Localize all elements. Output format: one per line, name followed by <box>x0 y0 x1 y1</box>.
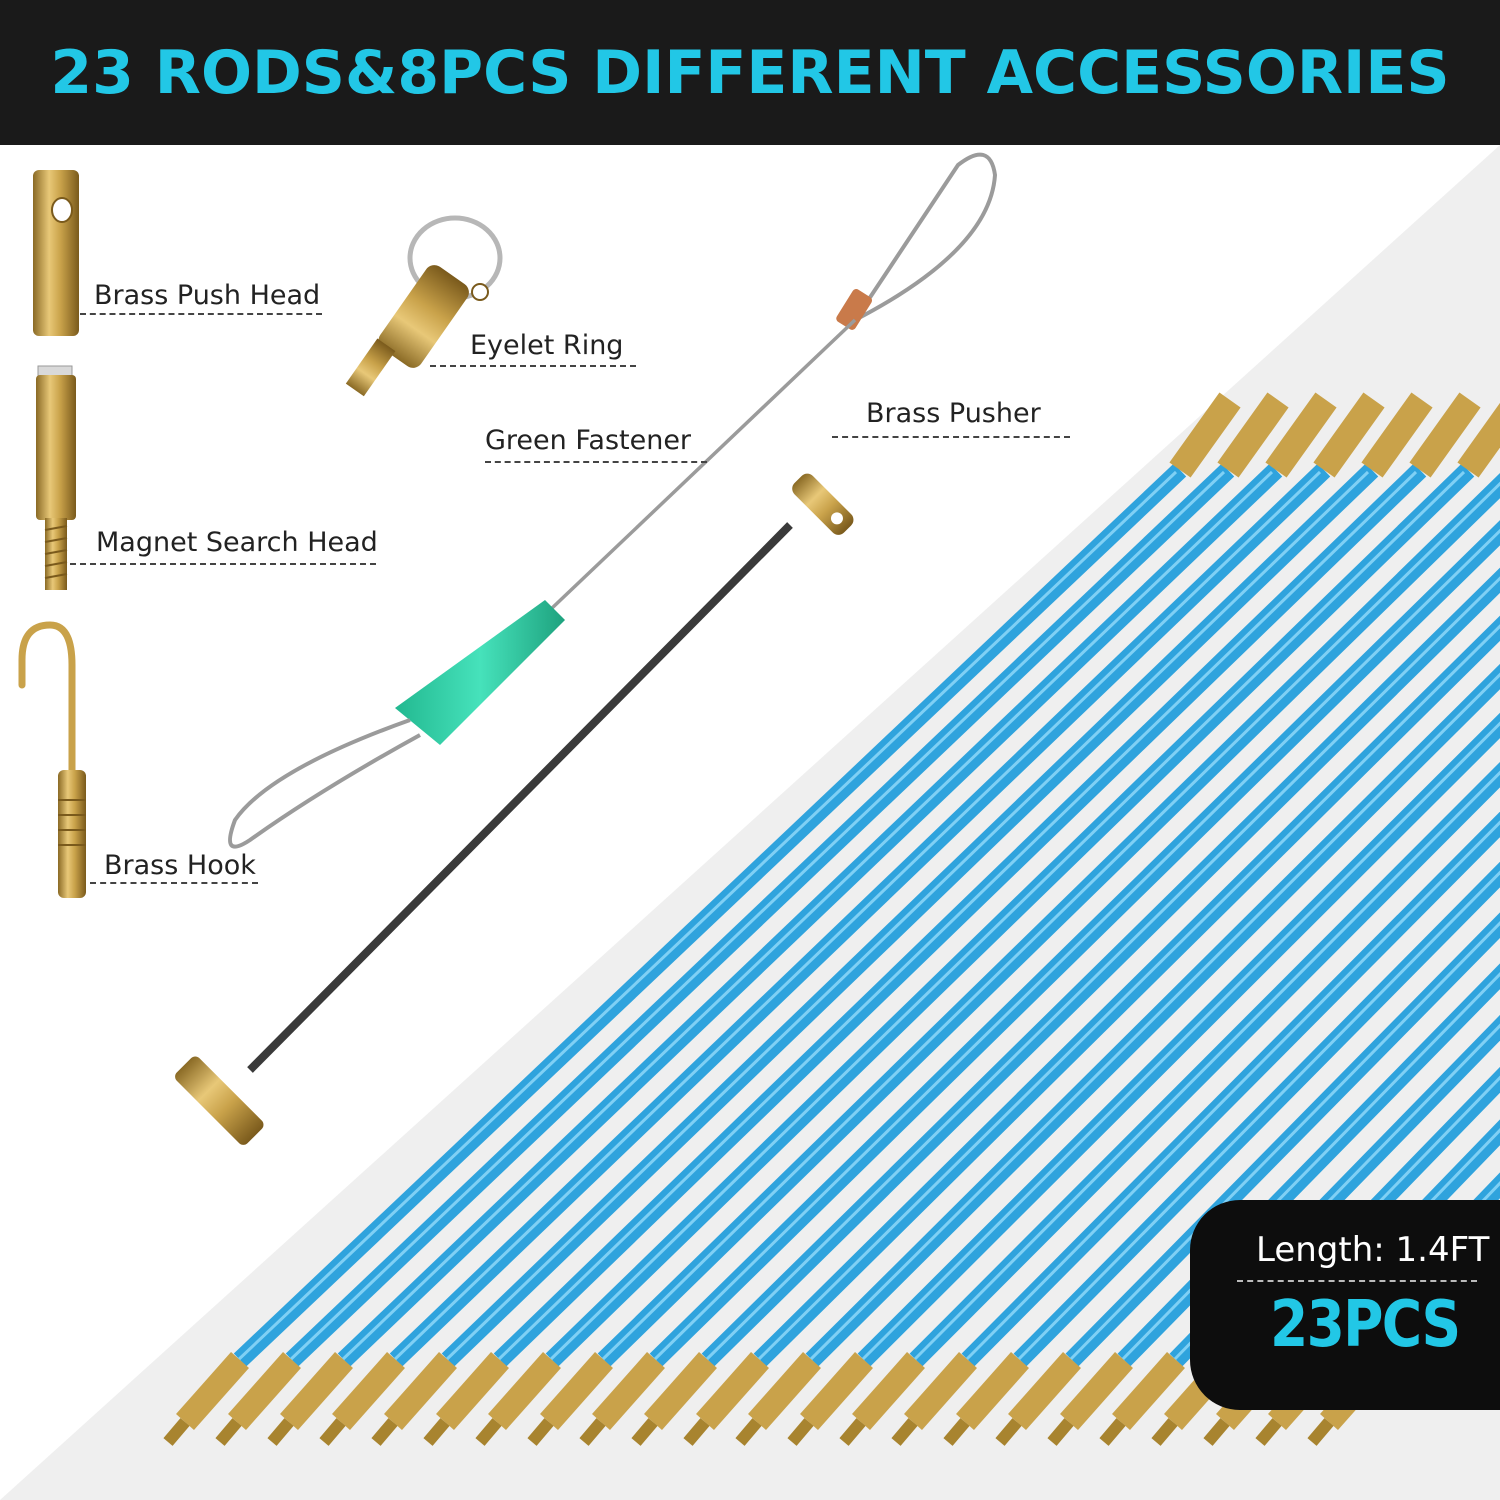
rod-highlight <box>702 576 1500 1364</box>
rod-length-label: Length: 1.4FT <box>1256 1230 1490 1270</box>
badge-divider <box>1237 1280 1477 1282</box>
label-underline <box>485 461 707 463</box>
rod-highlight <box>1014 870 1500 1364</box>
rod-bottom-fitting <box>228 1352 301 1430</box>
rod-thread <box>1151 1418 1178 1446</box>
spec-badge <box>1190 1200 1500 1410</box>
label-eyelet-ring: Eyelet Ring <box>470 330 624 361</box>
rod-highlight <box>650 528 1500 1364</box>
rod-thread <box>527 1418 554 1446</box>
label-magnet-search-head: Magnet Search Head <box>96 527 378 558</box>
label-green-fastener: Green Fastener <box>485 425 692 456</box>
rod-highlight <box>286 470 1226 1364</box>
rod-thread <box>1047 1418 1074 1446</box>
header-banner: 23 RODS&8PCS DIFFERENT ACCESSORIES <box>0 0 1500 145</box>
rod-bottom-fitting <box>332 1352 405 1430</box>
rod-highlight <box>910 770 1500 1364</box>
rod-top-fitting <box>1265 392 1337 478</box>
brass-pusher-illustration <box>175 473 854 1145</box>
rod-thread <box>163 1418 190 1446</box>
rod-bottom-fitting <box>540 1352 613 1430</box>
rod-highlight <box>390 470 1322 1364</box>
rod-bottom-fitting <box>748 1352 821 1430</box>
rod-bottom-fitting <box>800 1352 873 1430</box>
rod-thread <box>735 1418 762 1446</box>
rod-highlight <box>806 672 1500 1364</box>
rod-thread <box>319 1418 346 1446</box>
rod-thread <box>215 1418 242 1446</box>
label-brass-hook: Brass Hook <box>104 850 256 881</box>
label-underline <box>90 882 258 884</box>
rod-thread <box>1099 1418 1126 1446</box>
rod-bottom-fitting <box>696 1352 769 1430</box>
magnet-search-head-illustration <box>36 365 76 590</box>
rod-bottom-fitting <box>644 1352 717 1430</box>
label-underline <box>832 436 1070 438</box>
rod-thread <box>891 1418 918 1446</box>
label-brass-pusher: Brass Pusher <box>866 398 1041 429</box>
rod-bottom-fitting <box>1008 1352 1081 1430</box>
label-underline <box>80 313 322 315</box>
rod-bottom-fitting <box>384 1352 457 1430</box>
rod-thread <box>631 1418 658 1446</box>
rod-thread <box>423 1418 450 1446</box>
rod-bottom-fitting <box>436 1352 509 1430</box>
rod-thread <box>1203 1418 1230 1446</box>
green-fastener-illustration <box>228 152 998 849</box>
rod-thread <box>267 1418 294 1446</box>
rod-highlight <box>494 470 1418 1364</box>
label-underline <box>70 563 376 565</box>
rod-bottom-fitting <box>280 1352 353 1430</box>
rod-top-fitting <box>1313 392 1385 478</box>
rod-highlight <box>858 721 1500 1364</box>
rod-bottom-fitting <box>904 1352 977 1430</box>
rod-thread <box>371 1418 398 1446</box>
rod-highlight <box>962 820 1500 1364</box>
rod-top-fitting <box>1457 402 1500 478</box>
banner-title: 23 RODS&8PCS DIFFERENT ACCESSORIES <box>50 37 1450 108</box>
rod-highlight <box>338 470 1274 1364</box>
brass-hook-illustration <box>18 621 86 898</box>
rod-highlight <box>546 470 1466 1364</box>
rod-bottom-fitting <box>956 1352 1029 1430</box>
eyelet-ring-illustration <box>345 215 503 397</box>
rod-bottom-fitting <box>1060 1352 1133 1430</box>
rod-bottom-fitting <box>852 1352 925 1430</box>
rod-thread <box>839 1418 866 1446</box>
rod-highlight <box>234 470 1178 1364</box>
rod-bottom-fitting <box>1112 1352 1185 1430</box>
rod-count-label: 23PCS <box>1270 1288 1461 1362</box>
rod-thread <box>943 1418 970 1446</box>
rod-top-fitting <box>1169 392 1241 478</box>
rod-thread <box>1307 1418 1334 1446</box>
rod-top-fitting <box>1409 392 1481 478</box>
label-underline <box>430 365 636 367</box>
rod-top-fitting <box>1361 392 1433 478</box>
rod-thread <box>787 1418 814 1446</box>
rod-highlight <box>442 470 1370 1364</box>
rod-highlight <box>598 481 1500 1364</box>
rod-thread <box>995 1418 1022 1446</box>
rod-bottom-fitting <box>488 1352 561 1430</box>
brass-push-head-illustration <box>33 170 79 336</box>
rod-highlight <box>754 624 1500 1364</box>
rod-thread <box>1255 1418 1282 1446</box>
rod-bottom-fitting <box>176 1352 249 1430</box>
rod-thread <box>683 1418 710 1446</box>
rod-top-fitting <box>1217 392 1289 478</box>
rod-thread <box>475 1418 502 1446</box>
label-brass-push-head: Brass Push Head <box>94 280 321 311</box>
rod-thread <box>579 1418 606 1446</box>
rod-bottom-fitting <box>592 1352 665 1430</box>
